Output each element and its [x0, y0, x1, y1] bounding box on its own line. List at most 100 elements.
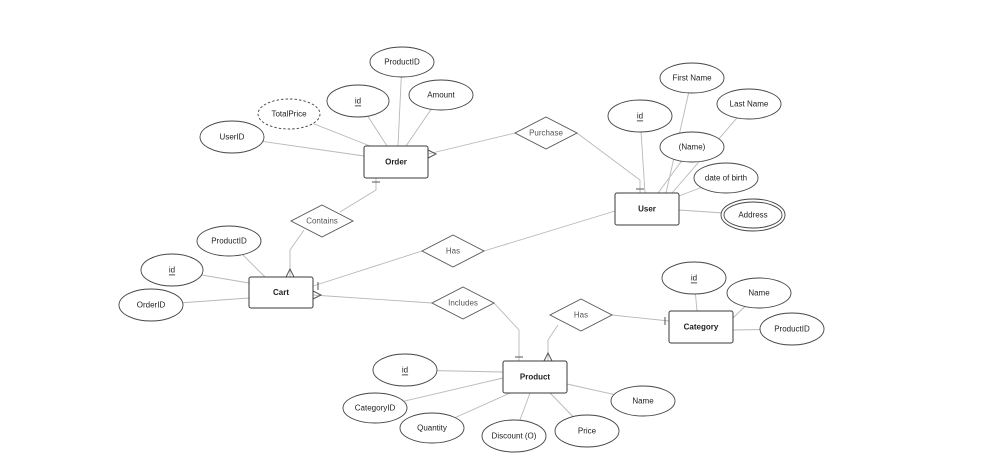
connector-includes-0 — [312, 294, 433, 304]
entity-box — [614, 192, 680, 226]
connector-purchase-0 — [427, 132, 516, 155]
attribute-label: Price — [578, 427, 597, 436]
entity-label: Order — [385, 158, 407, 167]
relationship-label: Contains — [306, 217, 338, 226]
attribute-label: Amount — [427, 91, 455, 100]
attribute-order-id[interactable]: id — [326, 84, 390, 118]
attribute-ellipse — [661, 261, 727, 295]
attribute-ellipse — [199, 120, 265, 154]
attribute-ellipse — [610, 385, 676, 417]
attribute-ellipse — [481, 419, 547, 453]
attribute-ellipse — [118, 288, 184, 322]
attribute-ellipse — [659, 131, 725, 163]
attribute-label: TotalPrice — [271, 110, 307, 119]
attribute-ellipse — [659, 62, 725, 94]
attribute-product-discount[interactable]: Discount (O) — [481, 419, 547, 453]
attribute-label: ProductID — [774, 325, 810, 334]
many-marker — [543, 351, 553, 362]
attribute-label: CategoryID — [355, 404, 396, 413]
attribute-label: UserID — [220, 133, 245, 142]
attribute-category-name[interactable]: Name — [726, 277, 792, 309]
attribute-product-name[interactable]: Name — [610, 385, 676, 417]
relationship-diamond — [431, 286, 495, 320]
attribute-order-totalprice[interactable]: TotalPrice — [257, 98, 321, 130]
relationship-has-user-cart[interactable]: Has — [421, 234, 485, 268]
relationship-has-product-category[interactable]: Has — [549, 298, 613, 332]
attribute-user-id[interactable]: id — [607, 99, 673, 133]
entity-cart[interactable]: Cart — [248, 276, 314, 309]
relationship-label: Purchase — [529, 129, 563, 138]
entity-label: Category — [684, 323, 719, 332]
many-marker — [312, 290, 323, 300]
attribute-ellipse — [759, 312, 825, 346]
attribute-user-address[interactable]: Address — [720, 198, 786, 232]
attribute-cart-id[interactable]: id — [140, 253, 204, 287]
attribute-label: Last Name — [730, 100, 769, 109]
attribute-order-productid[interactable]: ProductID — [369, 46, 435, 78]
connector-has-product-category-1 — [611, 314, 670, 322]
connector-contains-1 — [289, 229, 305, 277]
attribute-cart-productid[interactable]: ProductID — [196, 225, 262, 257]
attribute-ellipse — [554, 414, 620, 448]
attribute-label: Quantity — [417, 424, 447, 433]
relationship-purchase[interactable]: Purchase — [514, 116, 578, 150]
many-marker — [285, 267, 295, 278]
attribute-ellipse — [140, 253, 204, 287]
attribute-ellipse — [257, 98, 321, 130]
attribute-ellipse — [716, 88, 782, 120]
attribute-ellipse — [693, 162, 759, 194]
many-marker — [427, 149, 438, 159]
attribute-label: id — [691, 274, 697, 283]
attribute-label: OrderID — [137, 301, 166, 310]
attribute-ellipse — [342, 392, 408, 424]
attribute-product-price[interactable]: Price — [554, 414, 620, 448]
entity-product[interactable]: Product — [502, 360, 568, 394]
attribute-label: date of birth — [705, 174, 747, 183]
relationship-label: Includes — [448, 299, 478, 308]
connector-includes-1 — [493, 302, 520, 361]
attribute-cart-orderid[interactable]: OrderID — [118, 288, 184, 322]
connector-contains-0 — [339, 178, 377, 213]
relationship-diamond — [421, 234, 485, 268]
attribute-category-id[interactable]: id — [661, 261, 727, 295]
relationship-diamond — [549, 298, 613, 332]
attribute-user-dob[interactable]: date of birth — [693, 162, 759, 194]
attribute-ellipse — [369, 46, 435, 78]
attribute-ellipse — [326, 84, 390, 118]
relationship-diamond — [514, 116, 578, 150]
entity-box — [248, 276, 314, 309]
attribute-user-name[interactable]: (Name) — [659, 131, 725, 163]
attribute-label: Name — [748, 289, 770, 298]
entity-box — [668, 310, 734, 344]
entity-category[interactable]: Category — [668, 310, 734, 344]
connector-purchase-1 — [576, 132, 641, 193]
connector-has-user-cart-0 — [312, 250, 423, 287]
attribute-user-firstname[interactable]: First Name — [659, 62, 725, 94]
attribute-inner-ellipse — [723, 201, 783, 229]
entity-user[interactable]: User — [614, 192, 680, 226]
attribute-label: Discount (O) — [492, 432, 537, 441]
relationship-label: Has — [574, 311, 588, 320]
attribute-order-userid[interactable]: UserID — [199, 120, 265, 154]
entity-label: User — [638, 205, 656, 214]
relationship-diamond — [290, 204, 354, 238]
attribute-product-categoryid[interactable]: CategoryID — [342, 392, 408, 424]
entity-order[interactable]: Order — [363, 145, 429, 179]
attribute-user-lastname[interactable]: Last Name — [716, 88, 782, 120]
attribute-label: id — [355, 97, 361, 106]
relationship-contains[interactable]: Contains — [290, 204, 354, 238]
entity-box — [502, 360, 568, 394]
attribute-order-amount[interactable]: Amount — [408, 79, 474, 111]
attribute-label: id — [169, 266, 175, 275]
attribute-product-id[interactable]: id — [372, 353, 438, 387]
relationship-includes[interactable]: Includes — [431, 286, 495, 320]
attribute-product-quantity[interactable]: Quantity — [399, 412, 465, 444]
attribute-label: Address — [738, 211, 767, 220]
attribute-label: ProductID — [211, 237, 247, 246]
attribute-ellipse — [408, 79, 474, 111]
attribute-category-productid[interactable]: ProductID — [759, 312, 825, 346]
entity-label: Cart — [273, 288, 289, 297]
attribute-label: (Name) — [679, 143, 706, 152]
